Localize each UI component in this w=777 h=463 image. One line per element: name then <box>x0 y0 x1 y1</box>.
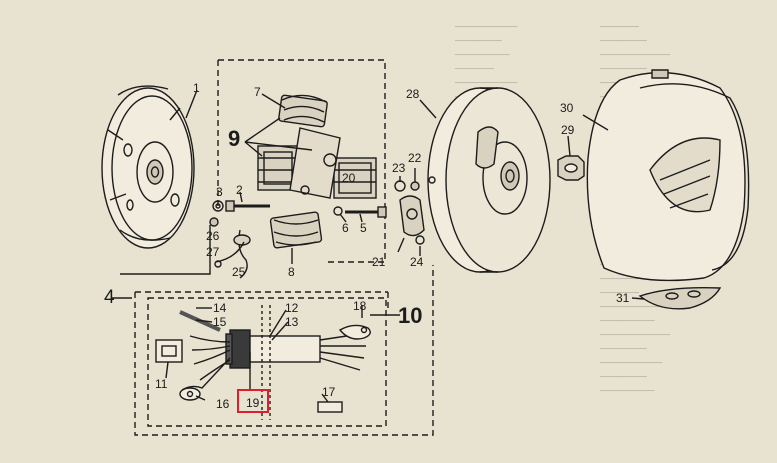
callout-17: 17 <box>322 385 336 399</box>
callout-21: 21 <box>372 255 386 269</box>
callout-29: 29 <box>561 123 575 137</box>
callout-8: 8 <box>288 265 295 279</box>
washer-6 <box>333 206 343 216</box>
callout-3: 3 <box>216 185 223 199</box>
callout-5: 5 <box>360 221 367 235</box>
callout-31: 31 <box>616 291 630 305</box>
callout-24: 24 <box>410 255 424 269</box>
wire-bracket-25 <box>214 229 251 279</box>
callout-14: 14 <box>213 301 227 315</box>
screw-2 <box>225 200 270 212</box>
callout-16: 16 <box>216 397 230 411</box>
callout-11: 11 <box>155 377 168 391</box>
callout-30: 30 <box>560 101 574 115</box>
callout-20: 20 <box>342 171 356 185</box>
callout-27: 27 <box>206 245 220 259</box>
flywheel-28 <box>427 87 551 273</box>
callout-9: 9 <box>228 126 241 151</box>
callout-19: 19 <box>246 396 260 410</box>
callout-2: 2 <box>236 183 243 197</box>
highlight-box-part-19 <box>237 389 269 413</box>
callout-26: 26 <box>206 229 220 243</box>
callout-4: 4 <box>104 287 115 308</box>
callout-10: 10 <box>398 303 423 328</box>
callout-1: 1 <box>193 81 200 95</box>
callout-28: 28 <box>406 87 420 101</box>
callout-18: 18 <box>353 299 367 313</box>
callout-6: 6 <box>342 221 349 235</box>
callout-22: 22 <box>408 151 422 165</box>
screw-5 <box>345 206 387 218</box>
breaker-points-21 <box>397 195 425 253</box>
nut-29 <box>557 155 585 181</box>
cover-30 <box>586 69 750 282</box>
callout-23: 23 <box>392 161 406 175</box>
callout-13: 13 <box>285 315 299 329</box>
callout-25: 25 <box>232 265 246 279</box>
callout-12: 12 <box>285 301 299 315</box>
coil-assembly-9 <box>257 94 377 249</box>
callout-7: 7 <box>254 85 261 99</box>
callout-15: 15 <box>213 315 227 329</box>
gasket-plate-31 <box>638 286 722 310</box>
stator-backplate-1 <box>101 85 195 249</box>
